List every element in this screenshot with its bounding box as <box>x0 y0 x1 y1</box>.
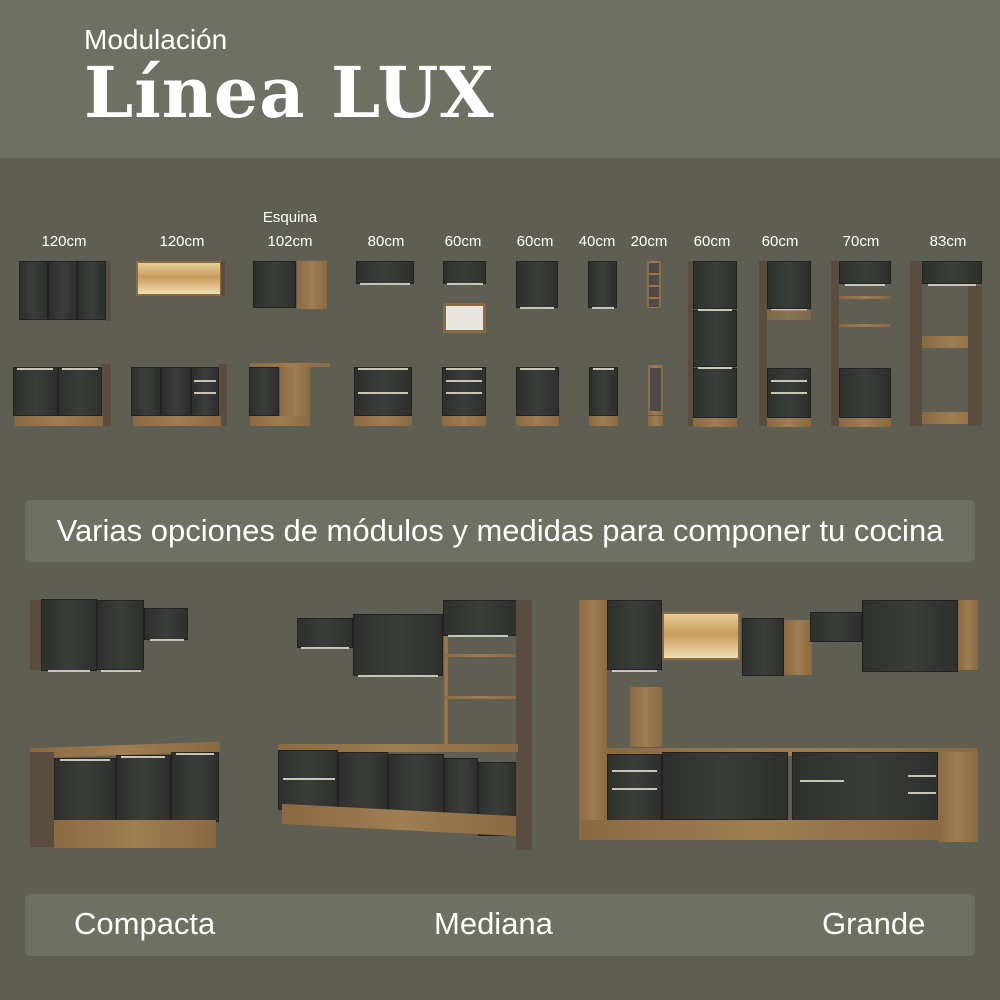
header-band: Modulación Línea LUX <box>0 0 1000 158</box>
module-label: 60cm <box>516 233 554 250</box>
module-label: 120cm <box>159 233 205 250</box>
module-label: 40cm <box>578 233 616 250</box>
label-large: Grande <box>822 906 926 941</box>
label-compact: Compacta <box>74 906 216 941</box>
page-title: Línea LUX <box>84 51 495 134</box>
kitchen-size-labels: Compacta Mediana Grande <box>25 894 975 956</box>
module-label: 80cm <box>367 233 405 250</box>
module-label: 60cm <box>444 233 482 250</box>
module-label: 60cm <box>761 233 799 250</box>
module-label: 70cm <box>842 233 880 250</box>
subtitle: Modulación <box>84 24 228 55</box>
module-label: 20cm <box>630 233 668 250</box>
module-label: 120cm <box>41 233 87 250</box>
corner-label: Esquina <box>262 209 318 226</box>
info-banner: Varias opciones de módulos y medidas par… <box>25 500 975 562</box>
module-label: 83cm <box>929 233 967 250</box>
module-label: 102cm <box>267 233 313 250</box>
module-label: 60cm <box>693 233 731 250</box>
label-medium: Mediana <box>434 906 553 941</box>
